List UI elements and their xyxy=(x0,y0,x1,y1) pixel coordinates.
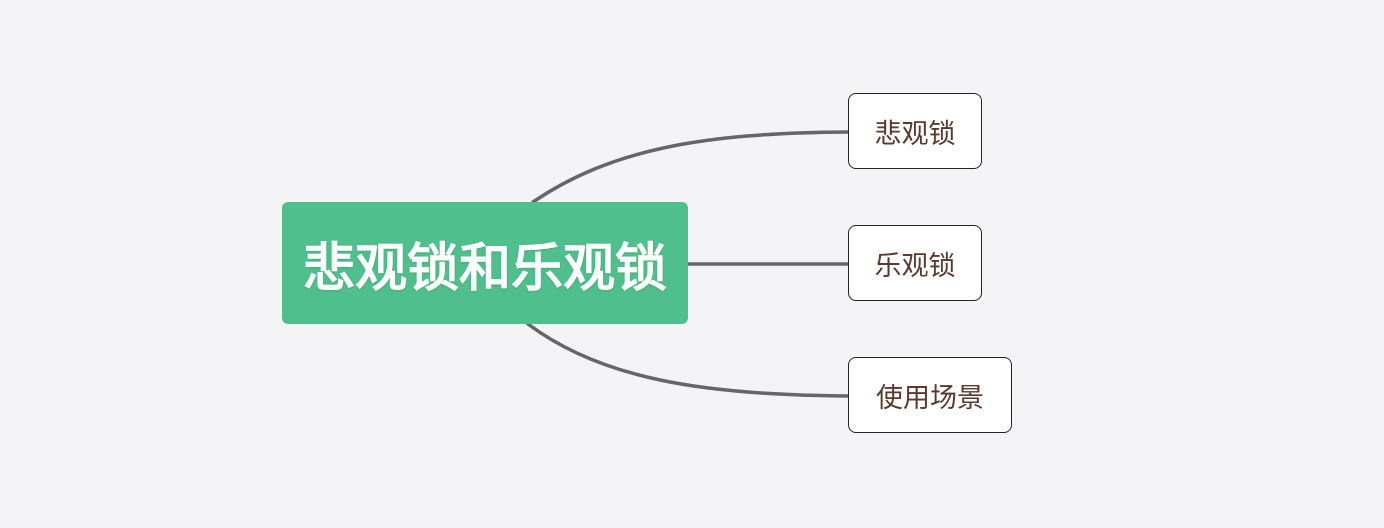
connector-to-branch-1 xyxy=(531,130,850,204)
branch-node-pessimistic-lock[interactable]: 悲观锁 xyxy=(848,93,982,169)
connector-to-branch-3 xyxy=(526,322,850,398)
branch-node-optimistic-lock[interactable]: 乐观锁 xyxy=(848,225,982,301)
central-topic[interactable]: 悲观锁和乐观锁 xyxy=(282,202,688,324)
branch-node-use-cases[interactable]: 使用场景 xyxy=(848,357,1012,433)
